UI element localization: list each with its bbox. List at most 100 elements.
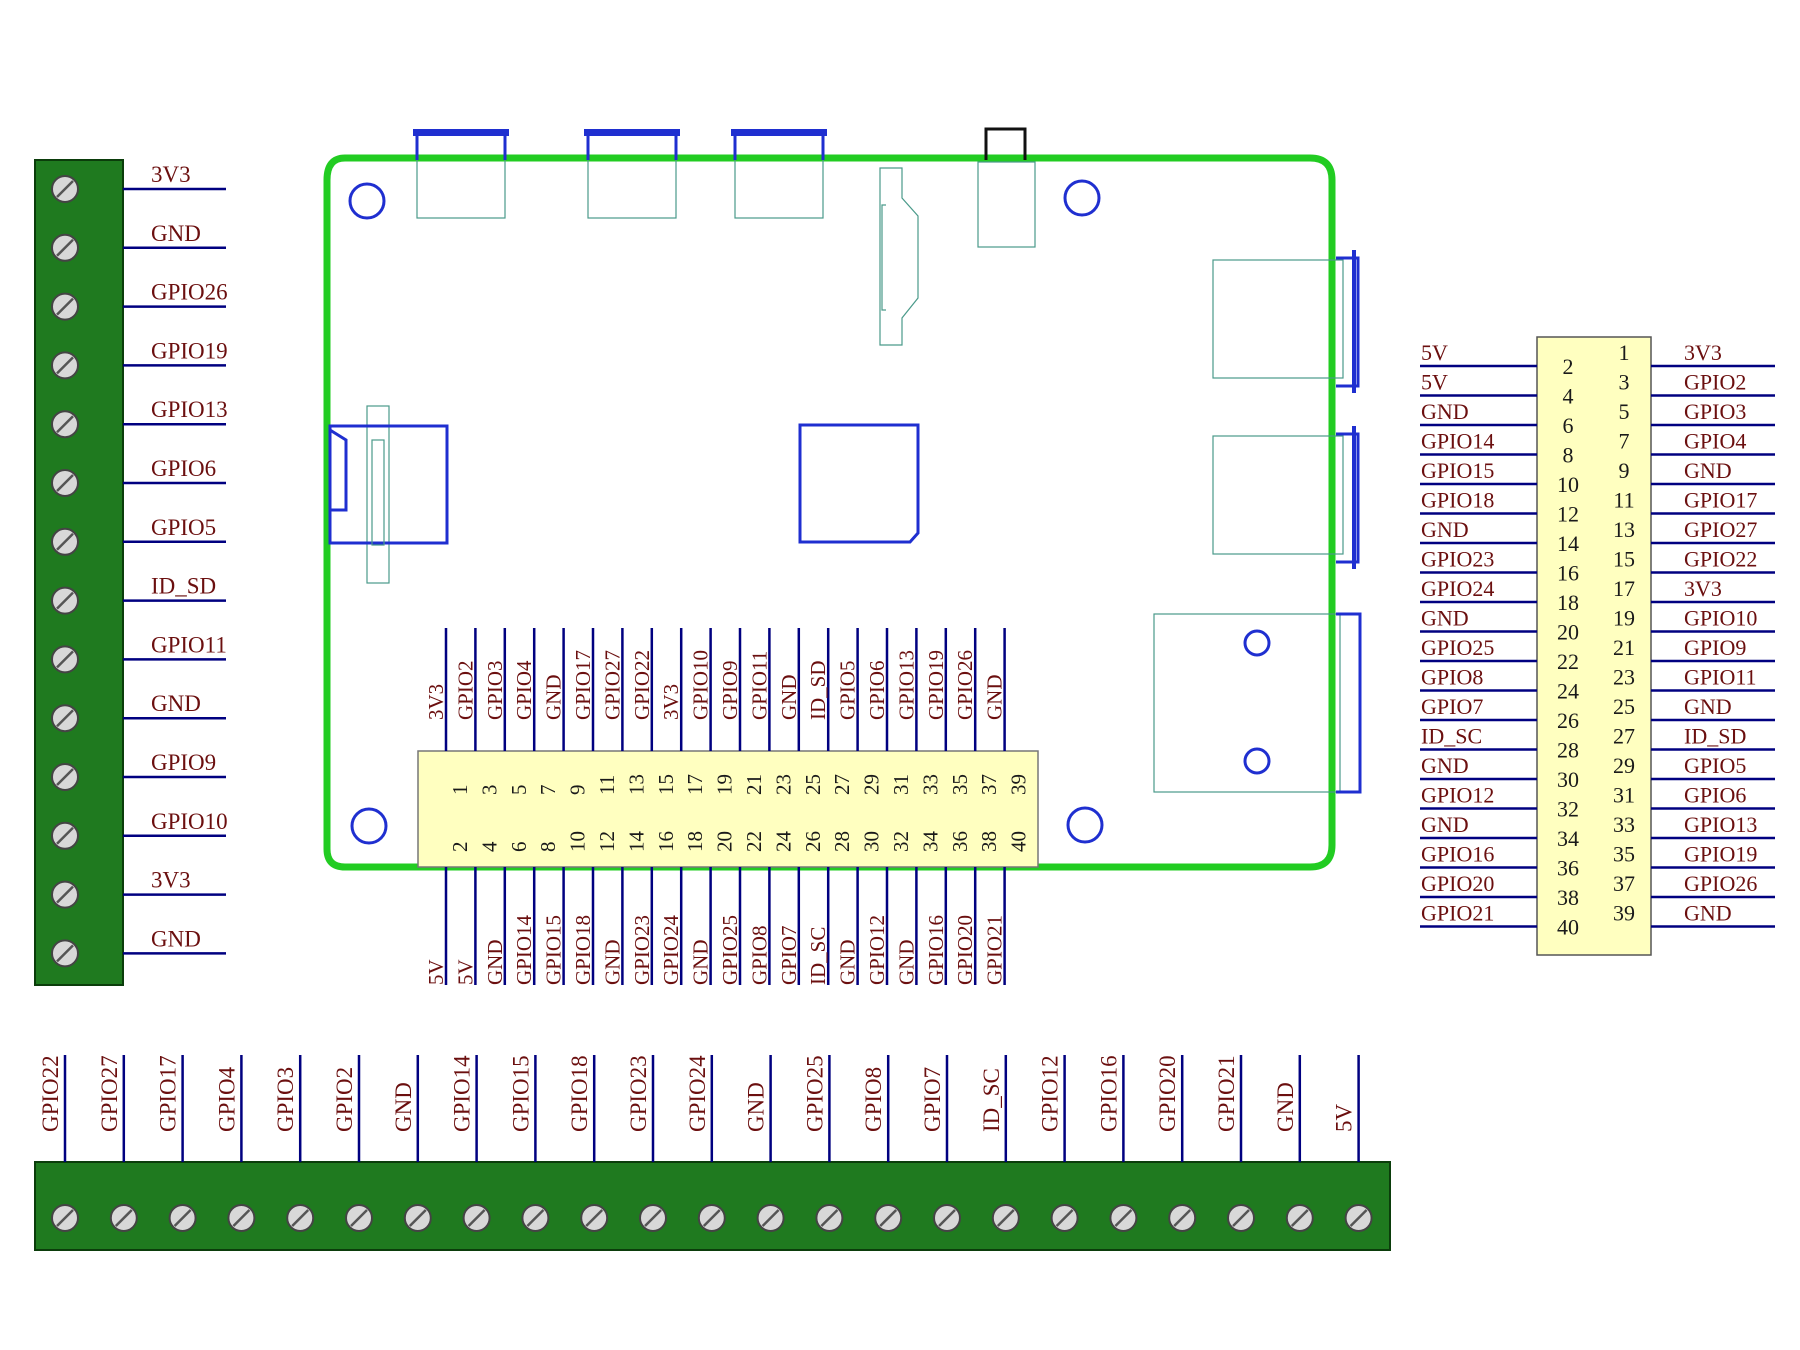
right-header-body (1536, 336, 1652, 956)
pin-number: 6 (507, 842, 531, 853)
pin-number: 11 (1613, 488, 1634, 513)
terminal-screw[interactable] (109, 1204, 138, 1232)
right-header-left-label: GPIO8 (1421, 665, 1483, 690)
board-header-top-label: GPIO10 (689, 650, 713, 720)
pin-number: 14 (624, 831, 648, 853)
left-terminal-label: GPIO19 (151, 338, 228, 363)
terminal-screw[interactable] (51, 880, 79, 909)
terminal-screw[interactable] (51, 1204, 79, 1232)
board-header-body (417, 750, 1039, 868)
bottom-terminal-label: GPIO15 (508, 1055, 533, 1132)
terminal-screw[interactable] (51, 469, 79, 497)
right-header-left-label: GND (1421, 812, 1469, 837)
bottom-terminal-label: GPIO21 (1214, 1055, 1239, 1132)
pin-number: 32 (889, 831, 913, 852)
right-header-left-label: GND (1421, 517, 1469, 542)
board-header-bottom-label: GPIO14 (512, 914, 536, 985)
bottom-terminal-label: GND (1273, 1082, 1298, 1132)
bottom-terminal-label: GND (391, 1082, 416, 1132)
board-header-bottom-label: GPIO18 (571, 915, 595, 985)
pin-number: 16 (1557, 561, 1579, 586)
terminal-screw[interactable] (51, 292, 79, 321)
terminal-screw[interactable] (51, 586, 79, 615)
terminal-screw[interactable] (227, 1204, 256, 1232)
right-header-left-label: GPIO15 (1421, 458, 1494, 483)
right-header-left-label: GPIO18 (1421, 488, 1494, 513)
terminal-screw[interactable] (462, 1204, 491, 1232)
terminal-screw[interactable] (286, 1204, 315, 1232)
bottom-terminal-label: GPIO2 (332, 1067, 357, 1132)
right-header-right-label: GND (1684, 458, 1732, 483)
pin-number: 37 (1613, 871, 1635, 896)
terminal-screw[interactable] (51, 939, 79, 968)
pin-number: 25 (1613, 694, 1635, 719)
terminal-screw[interactable] (51, 351, 79, 380)
left-terminal-label: GPIO11 (151, 632, 227, 657)
pin-number: 30 (860, 831, 884, 852)
board-header-top-label: GPIO5 (836, 660, 860, 720)
terminal-screw[interactable] (51, 410, 79, 439)
terminal-screw[interactable] (51, 821, 79, 850)
terminal-screw[interactable] (51, 527, 79, 556)
terminal-screw[interactable] (1168, 1204, 1197, 1232)
terminal-screw[interactable] (51, 763, 79, 791)
terminal-screw[interactable] (697, 1204, 726, 1232)
pin-number: 28 (830, 831, 854, 852)
pin-number: 36 (1557, 856, 1579, 881)
terminal-screw[interactable] (1109, 1204, 1138, 1232)
pin-number: 29 (860, 774, 884, 795)
right-header-right-label: GPIO19 (1684, 842, 1757, 867)
left-terminal-label: GPIO9 (151, 750, 216, 775)
terminal-screw[interactable] (168, 1204, 197, 1232)
terminal-screw[interactable] (51, 704, 79, 733)
terminal-screw[interactable] (874, 1204, 903, 1232)
terminal-screw[interactable] (1344, 1204, 1373, 1232)
left-terminal-label: GPIO6 (151, 456, 216, 481)
terminal-screw[interactable] (51, 175, 79, 203)
left-terminal-label: GPIO13 (151, 397, 228, 422)
right-header-right-label: GPIO13 (1684, 812, 1757, 837)
board-header-top-label: GPIO27 (600, 650, 624, 720)
terminal-screw[interactable] (756, 1204, 785, 1232)
pin-number: 27 (1613, 724, 1635, 749)
right-header-right-label: GPIO2 (1684, 370, 1746, 395)
pin-number: 15 (654, 774, 678, 795)
usb-port-lower (1212, 426, 1360, 569)
pin-number: 36 (948, 831, 972, 852)
terminal-screw[interactable] (1050, 1204, 1079, 1232)
pin-number: 35 (948, 774, 972, 795)
terminal-screw[interactable] (815, 1204, 844, 1232)
terminal-screw[interactable] (991, 1204, 1020, 1232)
terminal-screw[interactable] (403, 1204, 432, 1232)
pin-number: 8 (536, 842, 560, 853)
terminal-screw[interactable] (1227, 1204, 1255, 1232)
pin-number: 26 (801, 831, 825, 852)
pin-number: 12 (1557, 502, 1579, 527)
right-header-left-label: GPIO24 (1421, 576, 1494, 601)
board-header-bottom-label: GPIO20 (953, 915, 977, 985)
usb-port-upper (1212, 250, 1360, 393)
right-header-left-label: GPIO7 (1421, 694, 1483, 719)
board-header-top-label: GPIO11 (747, 651, 771, 720)
pin-number: 6 (1563, 413, 1574, 438)
bottom-terminal-label: 5V (1332, 1104, 1357, 1133)
terminal-screw[interactable] (51, 645, 79, 674)
right-header-left-label: GPIO25 (1421, 635, 1494, 660)
board-header-top-label: 3V3 (424, 684, 448, 720)
board-outline (323, 154, 1336, 871)
terminal-screw[interactable] (639, 1204, 667, 1232)
hdmi-connector-1 (731, 129, 827, 219)
hdmi-connector-0 (584, 129, 680, 219)
terminal-screw[interactable] (580, 1204, 609, 1232)
pin-number: 7 (536, 785, 560, 796)
right-header-right-label: GPIO17 (1684, 488, 1757, 513)
terminal-screw[interactable] (1285, 1204, 1314, 1232)
terminal-screw[interactable] (933, 1204, 961, 1232)
board-header-top-label: GPIO4 (512, 660, 536, 720)
pin-number: 16 (654, 831, 678, 852)
pin-number: 15 (1613, 547, 1635, 572)
terminal-screw[interactable] (521, 1204, 550, 1232)
bottom-terminal-label: GPIO4 (214, 1066, 239, 1132)
terminal-screw[interactable] (51, 233, 79, 262)
terminal-screw[interactable] (345, 1204, 373, 1232)
